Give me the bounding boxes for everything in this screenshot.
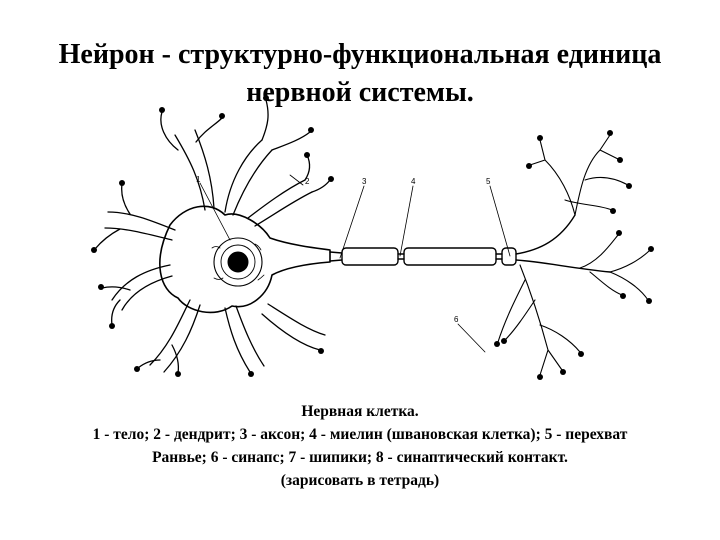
label-6: 6 (454, 315, 459, 324)
dendrites (95, 100, 330, 373)
figure-caption: Нервная клетка. 1 - тело; 2 - дендрит; 3… (40, 400, 680, 492)
axon (330, 215, 610, 272)
label-3: 3 (362, 177, 367, 186)
label-2: 2 (305, 177, 310, 186)
label-5: 5 (486, 177, 491, 186)
dendrite-terminals (91, 95, 334, 377)
node-of-ranvier (398, 254, 502, 259)
caption-line-4: (зарисовать в тетрадь) (40, 469, 680, 492)
myelin-segment-2 (404, 248, 496, 265)
myelin-segment-1 (342, 248, 398, 265)
caption-line-2: 1 - тело; 2 - дендрит; 3 - аксон; 4 - ми… (40, 423, 680, 446)
axon-terminals (498, 135, 650, 375)
caption-line-1: Нервная клетка. (40, 400, 680, 423)
synaptic-terminals (494, 130, 654, 380)
label-1: 1 (196, 175, 201, 184)
label-4: 4 (411, 177, 416, 186)
caption-line-3: Ранвье; 6 - синапс; 7 - шипики; 8 - сина… (40, 446, 680, 469)
nucleus (212, 238, 264, 286)
myelin-segment-3 (502, 248, 516, 265)
